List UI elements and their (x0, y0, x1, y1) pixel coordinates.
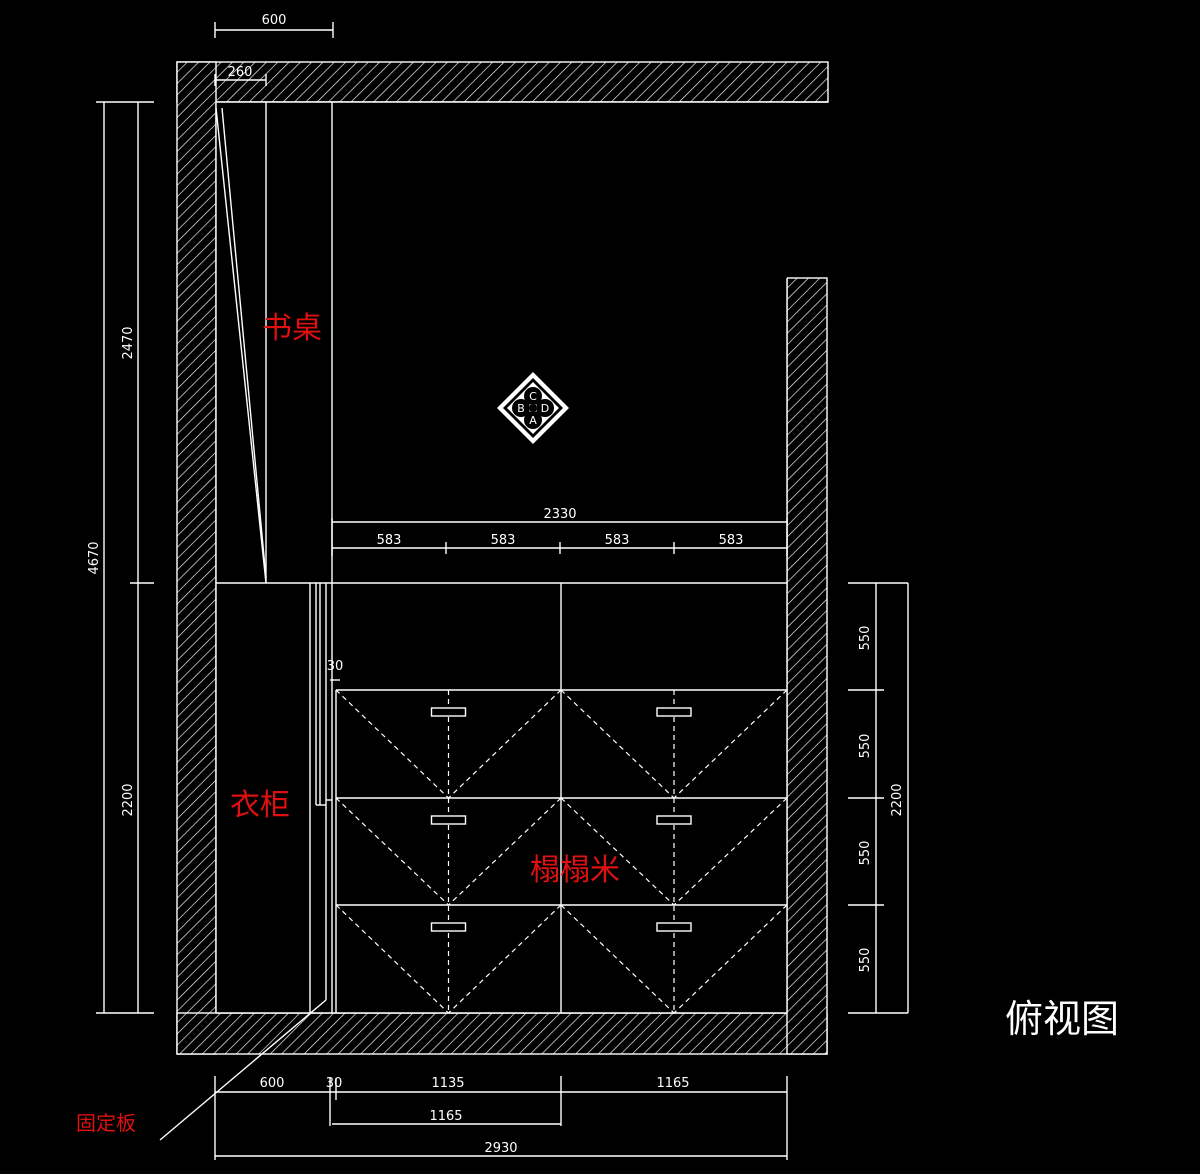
desk-area: 书桌 (215, 102, 787, 584)
tatami-fold-lines (335, 689, 788, 1014)
dim-bot-2930: 2930 (484, 1141, 517, 1156)
tatami-fold-line (560, 689, 675, 799)
dim-bot-1165: 1165 (429, 1109, 462, 1124)
fixed-board-label: 固定板 (76, 1111, 136, 1135)
tatami-fold-line (673, 797, 788, 906)
dim-bot-1165-right: 1165 (656, 1076, 689, 1091)
compass-letter-a: A (529, 414, 537, 427)
fixed-board-callout: 固定板 (76, 999, 327, 1141)
tatami-fold-line (448, 904, 562, 1014)
tatami-fold-line (335, 797, 449, 906)
dim-top-260: 260 (228, 65, 253, 80)
dim-mid-583-4: 583 (719, 533, 744, 548)
tatami-fold-line (560, 904, 675, 1014)
dim-mid-583-3: 583 (605, 533, 630, 548)
tatami-fold-line (448, 797, 562, 906)
dim-right-550-2: 550 (858, 734, 873, 759)
dim-bot-30: 30 (326, 1076, 343, 1091)
tatami-fold-line (448, 689, 562, 799)
wardrobe-label: 衣柜 (230, 788, 290, 823)
dimensions-top: 600 260 (214, 13, 334, 86)
dim-bot-1135: 1135 (431, 1076, 464, 1091)
dimensions-left: 4670 2470 2200 (87, 101, 154, 1014)
wall-bottom (176, 1012, 828, 1055)
wardrobe-area: 衣柜 (230, 583, 333, 1013)
tatami-handles (430, 707, 692, 932)
dimensions-right: 550 550 550 550 2200 (848, 582, 909, 1014)
dim-mid-2330: 2330 (543, 507, 576, 522)
tatami-fold-line (335, 904, 449, 1014)
dim-bot-600: 600 (260, 1076, 285, 1091)
dim-left-4670: 4670 (87, 541, 102, 574)
dim-right-550-4: 550 (858, 948, 873, 973)
tatami-fold-line (335, 689, 449, 799)
tatami-handle (430, 815, 467, 825)
tatami-fold-line (560, 797, 675, 906)
tatami-area: 榻榻米 (335, 583, 788, 1014)
tatami-fold-line (673, 689, 788, 799)
dim-right-550-3: 550 (858, 841, 873, 866)
tatami-handle (656, 922, 692, 932)
dim-left-2200: 2200 (121, 783, 136, 816)
compass-letter-b: B (517, 402, 525, 415)
dim-mid-583-1: 583 (377, 533, 402, 548)
desk-label: 书桌 (262, 311, 322, 346)
dim-right-550-1: 550 (858, 626, 873, 651)
dimensions-bottom: 600 30 1135 1165 1165 2930 (214, 1076, 788, 1160)
dimensions-middle: 2330 583 583 583 583 30 (327, 507, 788, 681)
tatami-handle (430, 922, 467, 932)
view-title: 俯视图 (1005, 997, 1119, 1041)
compass-letter-d: D (541, 402, 549, 415)
tatami-label: 榻榻米 (530, 853, 620, 888)
compass-icon: C D A B (497, 372, 569, 444)
dim-mid-583-2: 583 (491, 533, 516, 548)
walls (176, 61, 829, 1055)
tatami-handle (430, 707, 467, 717)
wall-right (786, 277, 828, 1055)
compass-letter-c: C (529, 390, 537, 403)
tatami-handle (656, 707, 692, 717)
dim-left-2470: 2470 (121, 326, 136, 359)
dim-right-2200: 2200 (890, 783, 905, 816)
tatami-handle (656, 815, 692, 825)
dim-gap-30: 30 (327, 659, 344, 674)
wall-left (176, 61, 217, 1055)
dim-top-600: 600 (262, 13, 287, 28)
tatami-fold-line (673, 904, 788, 1014)
wall-top (176, 61, 829, 103)
